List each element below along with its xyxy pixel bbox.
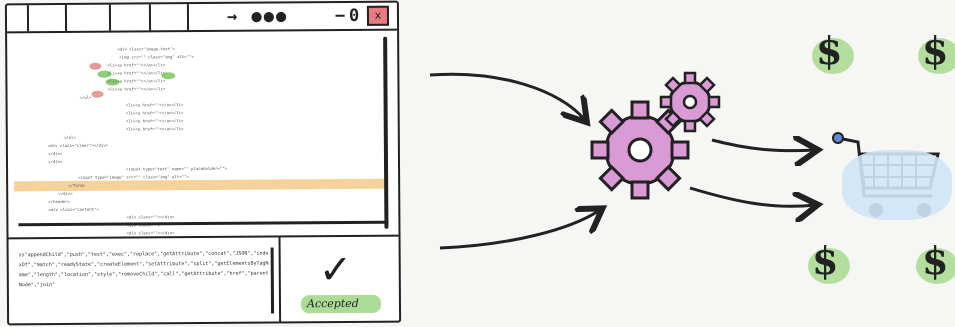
dollar-icon: $ — [922, 28, 948, 73]
arrow-icon — [690, 188, 815, 206]
cart-highlight — [842, 150, 952, 220]
arrow-icon — [430, 74, 585, 120]
arrow-icon — [712, 140, 815, 151]
gear-icon — [661, 73, 719, 131]
dollar-icon: $ — [922, 238, 948, 283]
dollar-icon: $ — [812, 238, 838, 283]
arrow-icon — [440, 210, 600, 248]
dollar-icon: $ — [816, 28, 842, 73]
